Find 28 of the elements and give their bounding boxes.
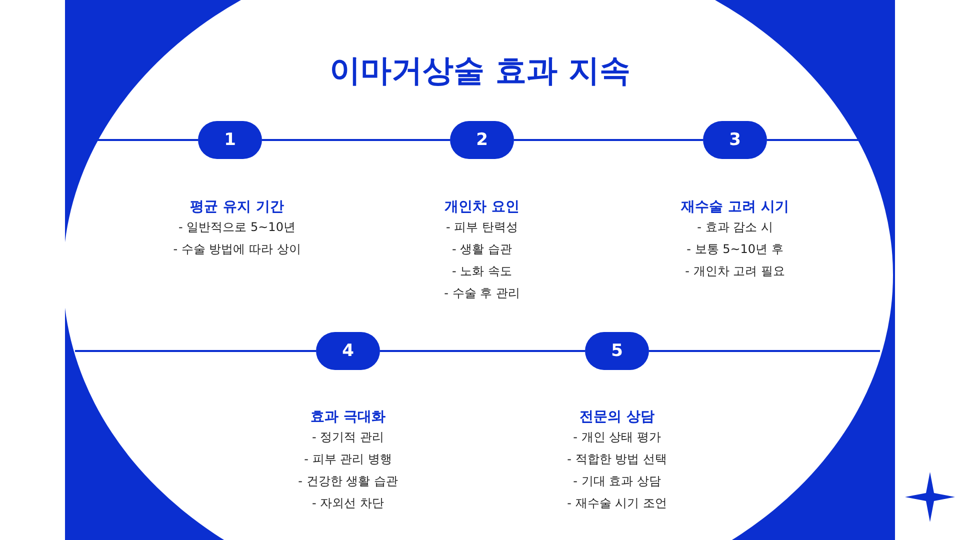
bullet-item: - 자외선 차단 [311, 495, 385, 512]
column-heading: 평균 유지 기간 [189, 198, 285, 216]
timeline-line [262, 139, 450, 141]
bullet-item: - 수술 방법에 따라 상이 [172, 241, 302, 258]
bullet-item: - 수술 후 관리 [443, 285, 521, 302]
bullet-item: - 일반적으로 5~10년 [178, 219, 296, 236]
bullet-item: - 기대 효과 상담 [572, 473, 662, 490]
column-heading: 효과 극대화 [310, 408, 386, 426]
bullet-item: - 재수술 시기 조언 [566, 495, 668, 512]
column-heading: 개인차 요인 [444, 198, 520, 216]
bullet-item: - 건강한 생활 습관 [297, 473, 399, 490]
bullet-item: - 생활 습관 [451, 241, 513, 258]
bullet-item: - 정기적 관리 [311, 429, 385, 446]
timeline-line [514, 139, 703, 141]
column-heading: 전문의 상담 [578, 408, 656, 426]
timeline-line [380, 350, 585, 352]
bullet-item: - 노화 속도 [451, 263, 513, 280]
bullet-item: - 적합한 방법 선택 [566, 451, 668, 468]
column-heading: 재수술 고려 시기 [680, 198, 790, 216]
bullet-item: - 피부 관리 병행 [303, 451, 393, 468]
bullet-item: - 효과 감소 시 [696, 219, 774, 236]
bullet-item: - 피부 탄력성 [445, 219, 519, 236]
slide-title: 이마거상술 효과 지속 [328, 52, 632, 91]
timeline-line [649, 350, 880, 352]
bullet-item: - 보통 5~10년 후 [686, 241, 784, 258]
timeline-line [75, 350, 316, 352]
bullet-item: - 개인 상태 평가 [572, 429, 662, 446]
bullet-item: - 개인차 고려 필요 [684, 263, 786, 280]
